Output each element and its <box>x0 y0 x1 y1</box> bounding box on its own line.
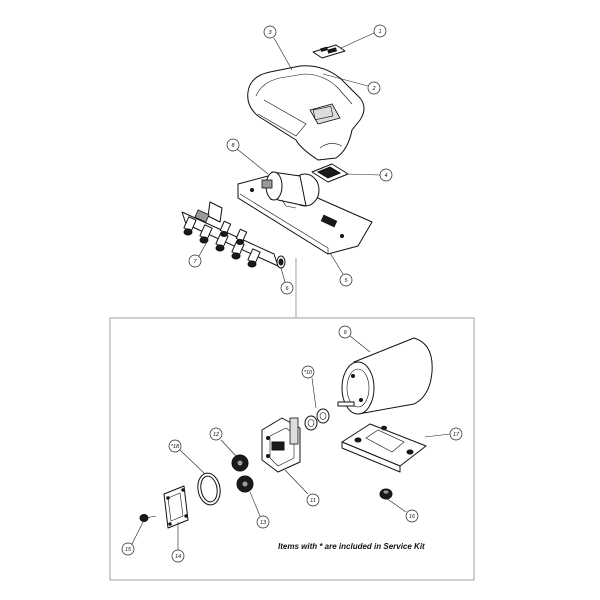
callout-18: *18 <box>168 439 182 453</box>
callout-label: 16 <box>409 514 416 520</box>
label-plate-part <box>312 44 346 59</box>
callout-label: 9 <box>343 330 346 336</box>
callout-label: 12 <box>213 432 219 438</box>
callout-label: 7 <box>193 259 197 265</box>
washer-part <box>304 415 318 431</box>
callout-label: 1 <box>378 29 381 35</box>
callout-6: 6 <box>280 281 294 295</box>
screw-part <box>139 514 157 522</box>
callout-label: 3 <box>268 30 272 36</box>
gear-part <box>236 475 254 493</box>
callout-label: 8 <box>231 143 235 149</box>
callout-14: 14 <box>171 549 185 563</box>
callout-4: 4 <box>379 168 393 182</box>
washer-part <box>316 408 330 424</box>
grommet-part <box>379 488 393 500</box>
manifold-fitting <box>183 216 197 236</box>
gear-part <box>231 454 249 472</box>
callout-11: 11 <box>306 493 320 507</box>
manifold-fitting <box>235 228 248 245</box>
callout-group: 1 2 3 4 5 6 7 8 9 *10 11 12 13 14 15 16 … <box>121 24 463 563</box>
callout-label: *18 <box>171 444 180 450</box>
callout-label: 6 <box>285 286 289 292</box>
callout-label: 2 <box>371 86 375 92</box>
manifold-fitting <box>219 220 232 237</box>
callout-label: 15 <box>125 547 132 553</box>
leader-lines <box>131 32 451 550</box>
mounting-bracket-part <box>341 423 427 473</box>
callout-9: 9 <box>338 325 352 339</box>
callout-label: 17 <box>453 432 460 438</box>
cover-part <box>247 65 365 161</box>
detail-frame <box>109 317 475 581</box>
callout-label: 4 <box>384 173 387 179</box>
callout-8: 8 <box>226 138 240 152</box>
callout-15: 15 <box>121 542 135 556</box>
motor-part <box>261 171 320 209</box>
manifold-fitting <box>199 224 213 244</box>
motor-detail-part <box>337 337 433 415</box>
callout-3: 3 <box>263 25 277 39</box>
callout-label: 11 <box>310 498 316 504</box>
callout-12: 12 <box>209 427 223 441</box>
o-ring-part <box>197 472 221 506</box>
callout-label: 13 <box>260 520 267 526</box>
callout-label: 14 <box>175 554 181 560</box>
callout-5: 5 <box>339 273 353 287</box>
callout-7: 7 <box>188 254 202 268</box>
callout-13: 13 <box>256 515 270 529</box>
callout-label: *10 <box>304 370 313 376</box>
callout-17: 17 <box>449 427 463 441</box>
service-kit-note: Items with * are included in Service Kit <box>278 542 425 551</box>
callout-label: 5 <box>344 278 348 284</box>
callout-1: 1 <box>373 24 387 38</box>
callout-10: *10 <box>301 365 315 379</box>
end-plate-part <box>163 485 189 529</box>
manifold-fitting <box>247 248 261 268</box>
end-cap-part <box>276 255 286 269</box>
pump-housing-part <box>261 417 301 473</box>
circuit-board-part <box>311 163 349 183</box>
callout-16: 16 <box>405 509 419 523</box>
callout-2: 2 <box>367 81 381 95</box>
